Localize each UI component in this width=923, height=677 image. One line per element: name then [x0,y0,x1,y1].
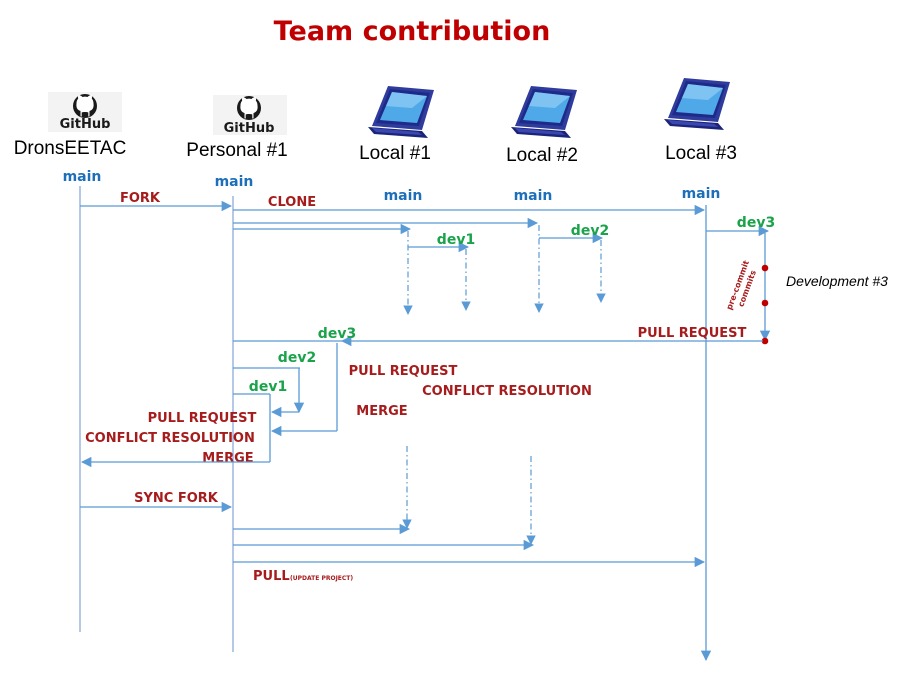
pull-request-label: PULL REQUEST [638,326,747,341]
branch-label-dev1: dev1 [437,232,475,248]
fork-label: FORK [120,191,161,206]
branch-label-dev2: dev2 [571,223,609,239]
actor-dronseetac: DronsEETAC [14,138,127,159]
actor-local-2: Local #2 [506,145,578,166]
branch-label-main: main [384,188,423,204]
pull-label: PULL [253,569,290,584]
actor-personal-1: Personal #1 [186,140,287,161]
laptop-icon [664,78,730,130]
sync-fork-label: SYNC FORK [134,491,219,506]
svg-text:GitHub: GitHub [60,117,111,132]
merge-label: MERGE [356,404,407,419]
github-icon: GitHub [213,95,287,136]
branch-label-dev2: dev2 [278,350,316,366]
conflict-resolution-label: CONFLICT RESOLUTION [422,384,592,399]
svg-text:GitHub: GitHub [224,121,275,136]
pull-note-label: (UPDATE PROJECT) [290,575,353,582]
actor-local-3: Local #3 [665,143,737,164]
diagram-title: Team contribution [274,16,551,47]
actor-local-1: Local #1 [359,143,431,164]
branch-label-main: main [215,174,254,190]
branch-label-dev1: dev1 [249,379,287,395]
branch-label-dev3: dev3 [737,215,775,231]
merge-label: MERGE [202,451,253,466]
commit-dot [761,264,769,272]
development-3-note: Development #3 [786,273,888,289]
branch-label-dev3: dev3 [318,326,356,342]
branch-label-main: main [63,169,102,185]
pull-request-label: PULL REQUEST [349,364,458,379]
commit-dot [761,337,769,345]
commit-dot [761,299,769,307]
conflict-resolution-label: CONFLICT RESOLUTION [85,431,255,446]
github-icon: GitHub [48,92,122,132]
laptop-icon [368,86,434,138]
branch-label-main: main [514,188,553,204]
branch-label-main: main [682,186,721,202]
laptop-icon [511,86,577,138]
clone-label: CLONE [268,195,316,210]
pull-request-label: PULL REQUEST [148,411,257,426]
precommit-label: pre-commit commits [725,259,758,311]
